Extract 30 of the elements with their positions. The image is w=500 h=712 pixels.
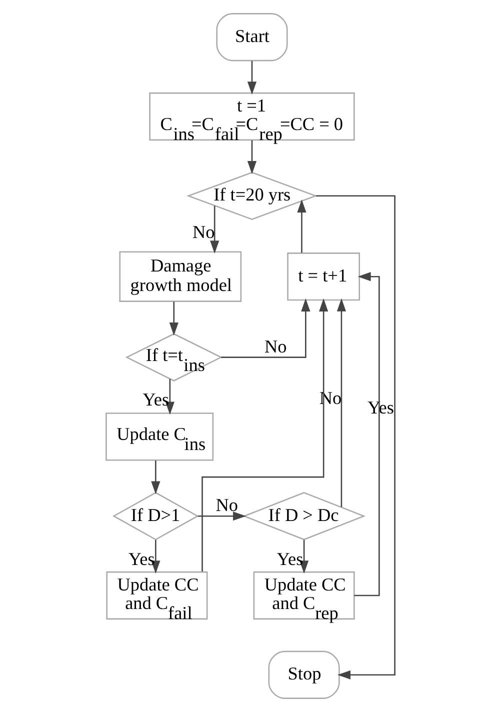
edge-label: No [192, 222, 214, 242]
arrow [168, 302, 178, 336]
node-box: t = t+1 [286, 252, 360, 301]
arrow [354, 272, 380, 596]
arrow [336, 298, 346, 507]
arrow [246, 140, 256, 174]
arrow [298, 540, 308, 574]
edge-label: Yes [128, 549, 154, 570]
node-diamond: If D > Dc [242, 492, 366, 540]
node-diamond: If D>1 [112, 492, 198, 540]
arrow [220, 298, 310, 358]
node-box: Stop [268, 650, 340, 699]
arrow [296, 199, 306, 253]
arrow [164, 379, 174, 415]
node-box: Damage growth model [118, 251, 242, 302]
arrow [315, 195, 395, 680]
arrow [197, 512, 246, 521]
arrow [246, 60, 256, 95]
edge-label: Yes [142, 389, 169, 410]
edge-label: No [215, 495, 238, 516]
arrow [201, 298, 328, 572]
arrow [210, 206, 219, 254]
arrow [150, 460, 160, 494]
node-diamond: If t=20 yrs [186, 172, 317, 220]
edge-label: No [264, 336, 286, 356]
node-box: Start [216, 13, 288, 62]
edge-label: Yes [276, 549, 303, 570]
node-label: rep [258, 124, 282, 144]
arrow [150, 540, 160, 574]
node-label: rep [314, 602, 338, 623]
